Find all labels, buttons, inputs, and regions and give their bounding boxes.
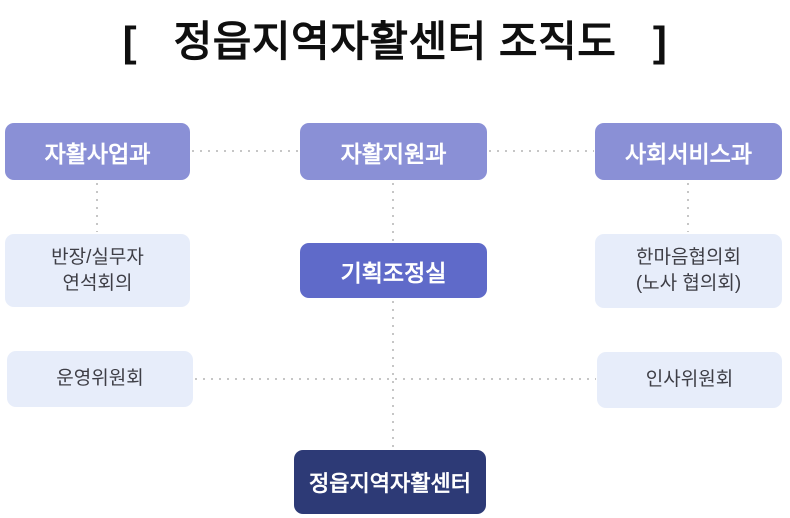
connector-committees [195,378,596,380]
node-planning-office: 기획조정실 [300,243,487,298]
node-hanmaum-council: 한마음협의회 (노사 협의회) [595,234,782,308]
connector-social-hanmaum [687,183,689,232]
node-leaders-meeting: 반장/실무자 연석회의 [5,234,190,307]
page-title: [ 정읍지역자활센터 조직도 ] [122,18,668,65]
connector-business-leaders [96,183,98,232]
node-steering-committee: 운영위원회 [7,351,193,407]
connector-depts-left [192,150,299,152]
node-personnel-committee: 인사위원회 [597,352,782,408]
node-dept-support: 자활지원과 [300,123,487,180]
connector-planning-center [392,301,394,448]
connector-depts-right [489,150,594,152]
node-dept-business: 자활사업과 [5,123,190,180]
node-dept-social: 사회서비스과 [595,123,782,180]
node-center: 정읍지역자활센터 [294,450,486,514]
connector-support-planning [392,183,394,241]
